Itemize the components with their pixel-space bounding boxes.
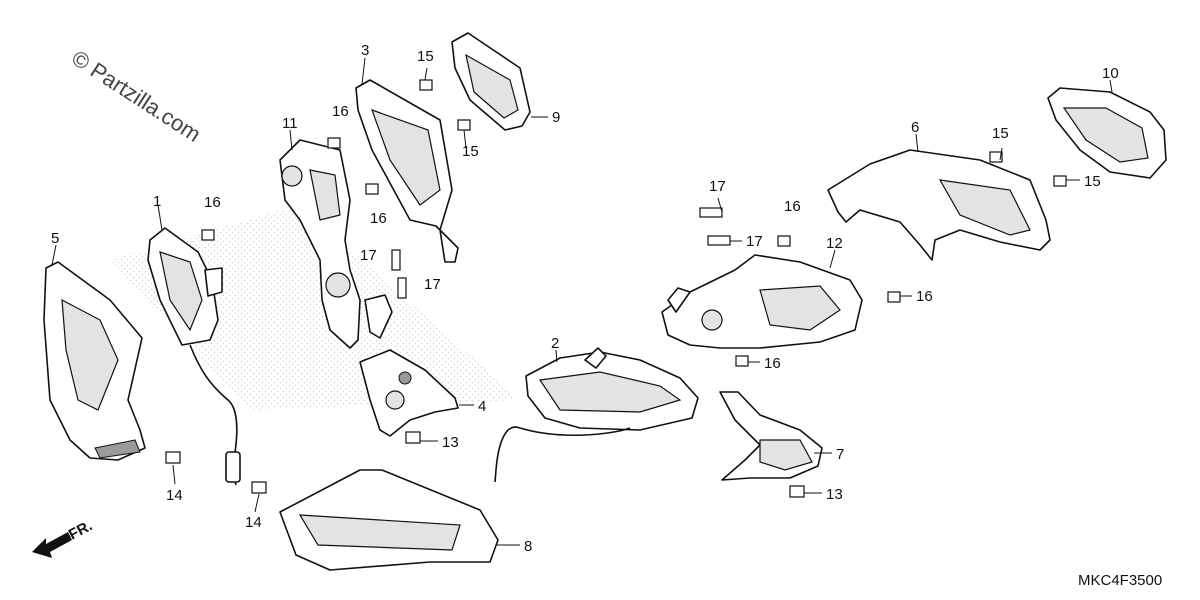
bolt-icon bbox=[989, 151, 1003, 163]
bolt-icon bbox=[735, 355, 749, 367]
callout-labels: 1 2 3 4 5 6 7 8 9 10 11 12 13 13 14 14 1… bbox=[51, 42, 1119, 555]
part-9-left-mirror bbox=[451, 32, 531, 131]
callout-10: 10 bbox=[1102, 65, 1119, 82]
background-logo bbox=[110, 205, 520, 410]
bolt-icon bbox=[777, 235, 791, 247]
front-arrow: FR. bbox=[32, 517, 95, 558]
part-10-right-mirror bbox=[1047, 87, 1167, 179]
callout-16e: 16 bbox=[916, 288, 933, 305]
callout-1: 1 bbox=[153, 193, 161, 210]
callout-16d: 16 bbox=[784, 198, 801, 215]
callout-11: 11 bbox=[282, 115, 298, 132]
part-8-lower-panel bbox=[279, 469, 499, 571]
bolt-icon bbox=[707, 235, 731, 246]
part-3-left-mirror-frame bbox=[355, 79, 459, 263]
part-6-right-mirror-frame bbox=[827, 149, 1051, 261]
callout-8: 8 bbox=[524, 538, 532, 555]
callout-15a: 15 bbox=[417, 48, 434, 65]
callout-17a: 17 bbox=[360, 247, 377, 264]
callout-5: 5 bbox=[51, 230, 59, 247]
bolt-icon bbox=[457, 119, 471, 131]
callout-13a: 13 bbox=[442, 434, 459, 451]
part-1-left-signal bbox=[147, 227, 223, 346]
callout-14b: 14 bbox=[245, 514, 262, 531]
bolt-icon bbox=[391, 249, 401, 271]
callout-16f: 16 bbox=[764, 355, 781, 372]
bolt-icon bbox=[405, 431, 421, 444]
bolt-icon bbox=[1053, 175, 1067, 187]
callout-15c: 15 bbox=[992, 125, 1009, 142]
callout-15b: 15 bbox=[462, 143, 479, 160]
bolt-icon bbox=[327, 137, 341, 149]
bolt-icon bbox=[251, 481, 267, 494]
bolt-icon bbox=[789, 485, 805, 498]
bolt-icon bbox=[419, 79, 433, 91]
part-11-left-bracket bbox=[279, 139, 393, 349]
callout-12: 12 bbox=[826, 235, 843, 252]
callout-3: 3 bbox=[361, 42, 369, 59]
callout-14a: 14 bbox=[166, 487, 183, 504]
bolt-icon bbox=[699, 207, 723, 218]
part-5-left-cover bbox=[43, 261, 146, 461]
bolt-icon bbox=[887, 291, 901, 303]
fasteners bbox=[165, 79, 1067, 498]
part-2-right-signal bbox=[525, 347, 699, 431]
callout-15d: 15 bbox=[1084, 173, 1101, 190]
callout-16c: 16 bbox=[370, 210, 387, 227]
watermark-text: © Partzilla.com bbox=[67, 45, 205, 147]
callout-9: 9 bbox=[552, 109, 560, 126]
bolt-icon bbox=[165, 451, 181, 464]
leader-lines bbox=[51, 57, 1113, 546]
part-4-left-lower bbox=[359, 349, 459, 437]
bolt-icon bbox=[365, 183, 379, 195]
callout-6: 6 bbox=[911, 119, 919, 136]
bolt-icon bbox=[201, 229, 215, 241]
callout-17c: 17 bbox=[709, 178, 726, 195]
callout-16a: 16 bbox=[204, 194, 221, 211]
callout-17d: 17 bbox=[746, 233, 763, 250]
part-2-wire bbox=[494, 426, 631, 483]
callout-16b: 16 bbox=[332, 103, 349, 120]
callout-2: 2 bbox=[551, 335, 559, 352]
front-arrow-icon bbox=[32, 532, 72, 558]
bolt-icon bbox=[397, 277, 407, 299]
callout-17b: 17 bbox=[424, 276, 441, 293]
part-12-right-bracket bbox=[661, 254, 863, 349]
callout-13b: 13 bbox=[826, 486, 843, 503]
diagram-code: MKC4F3500 bbox=[1078, 572, 1162, 589]
callout-4: 4 bbox=[478, 398, 486, 415]
part-7-right-lower bbox=[719, 391, 823, 481]
part-1-connector bbox=[225, 451, 241, 483]
callout-7: 7 bbox=[836, 446, 844, 463]
